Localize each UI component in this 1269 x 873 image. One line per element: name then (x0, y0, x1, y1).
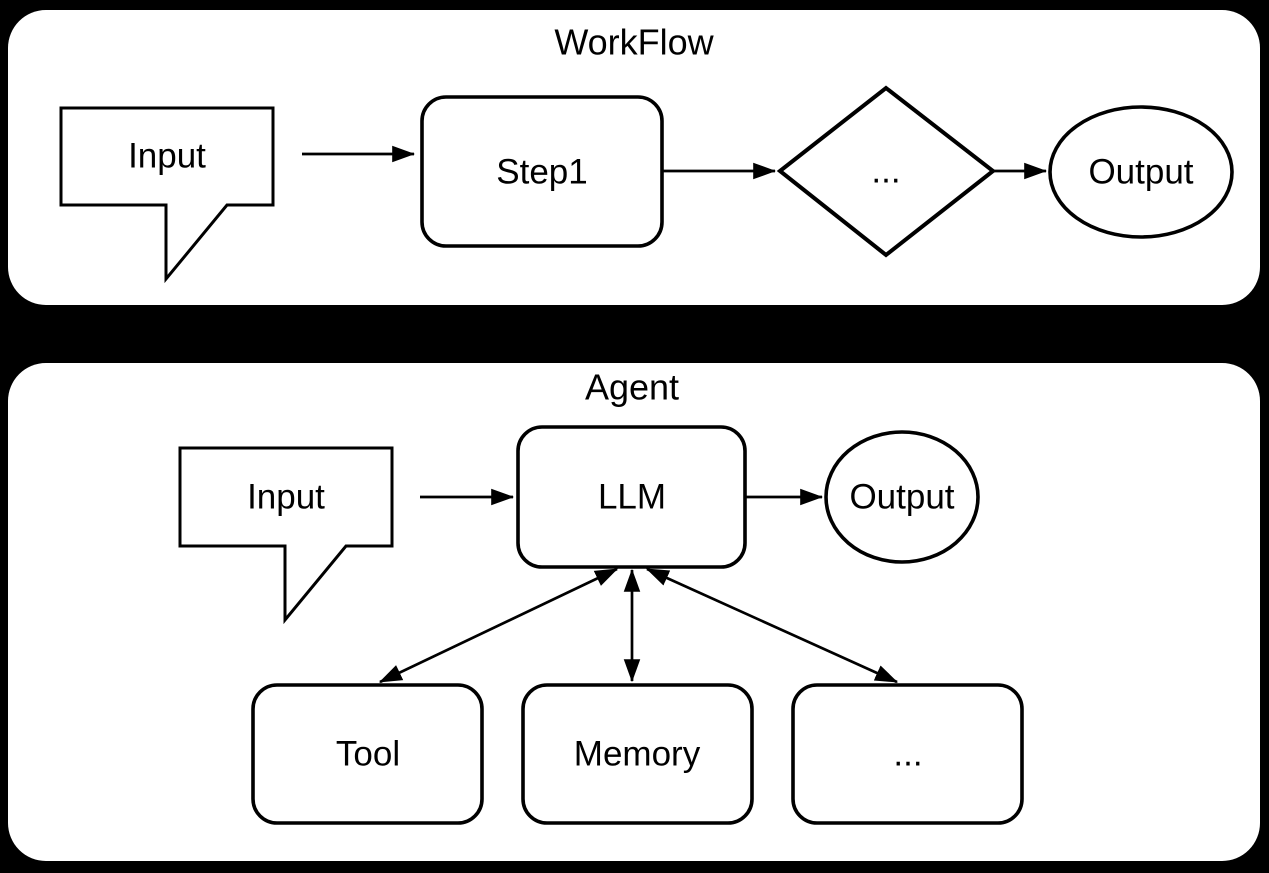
agent-more-box (791, 683, 1024, 825)
agent-input-callout (178, 446, 394, 625)
agent-memory-label: Memory (574, 735, 701, 774)
agent-tool-label: Tool (336, 735, 400, 774)
workflow-input-label: Input (128, 137, 206, 176)
edge-agent-llm-tool (378, 567, 619, 684)
edge-agent-llm-more (645, 567, 899, 684)
agent-llm-label: LLM (598, 478, 666, 517)
agent-output-ellipse (824, 430, 980, 564)
agent-more-label: ... (893, 735, 922, 774)
workflow-panel-title: WorkFlow (554, 22, 714, 63)
workflow-diamond-label: ... (871, 152, 900, 191)
agent-memory-box (521, 683, 754, 825)
workflow-output-ellipse (1048, 105, 1234, 239)
workflow-panel: WorkFlow Input Step1 ... Output (8, 10, 1260, 305)
agent-panel-title: Agent (585, 367, 679, 408)
agent-panel: Agent Input LLM Output Tool Memory ... (8, 363, 1260, 861)
workflow-output-label: Output (1088, 153, 1193, 192)
agent-output-label: Output (849, 478, 954, 517)
workflow-diamond (776, 85, 997, 258)
workflow-step1-label: Step1 (496, 153, 587, 192)
workflow-input-callout (59, 106, 275, 284)
agent-input-label: Input (247, 478, 325, 517)
agent-tool-box (251, 683, 484, 825)
